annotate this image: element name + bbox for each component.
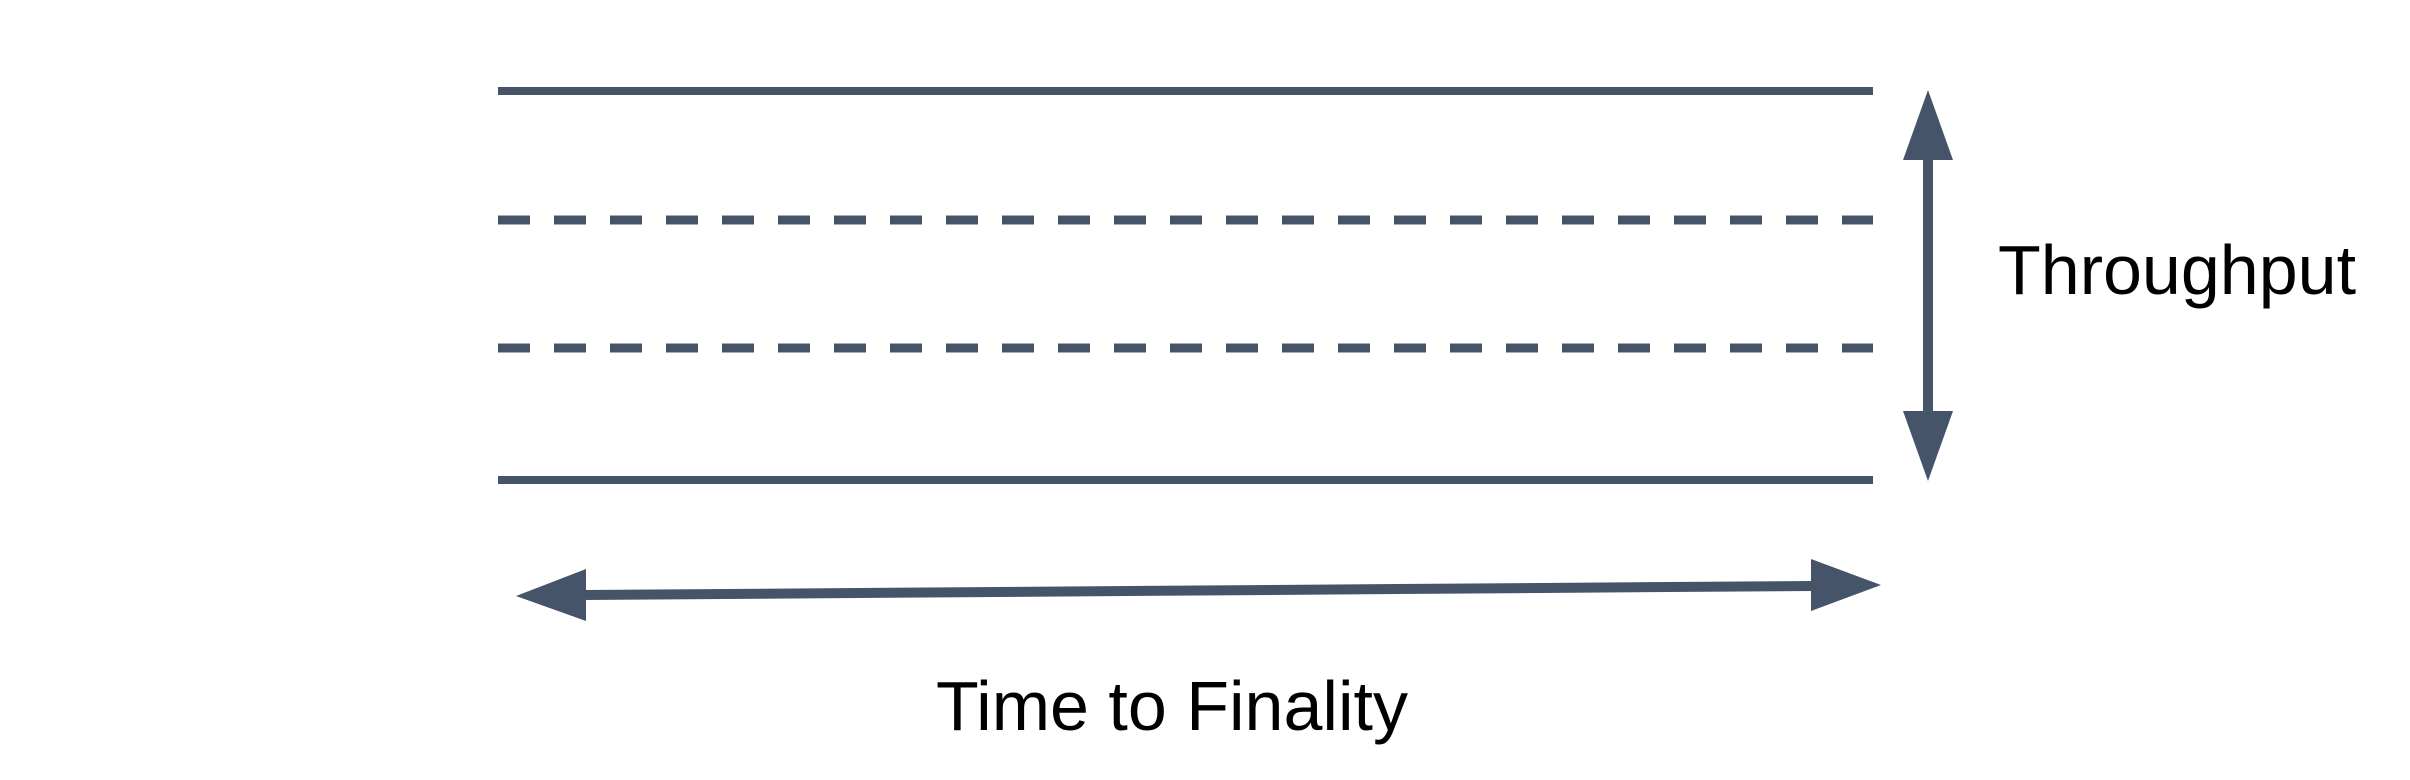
time-to-finality-arrow-head-right-icon [1811,559,1881,611]
time-to-finality-label: Time to Finality [936,667,1408,745]
time-to-finality-double-arrow-icon [516,559,1881,621]
throughput-arrow-head-down-icon [1903,411,1953,481]
time-to-finality-arrow-shaft [583,581,1814,600]
throughput-arrow-head-up-icon [1903,90,1953,160]
time-to-finality-arrow-head-left-icon [516,569,586,621]
throughput-label: Throughput [1998,231,2357,309]
throughput-double-arrow-icon [1903,90,1953,481]
